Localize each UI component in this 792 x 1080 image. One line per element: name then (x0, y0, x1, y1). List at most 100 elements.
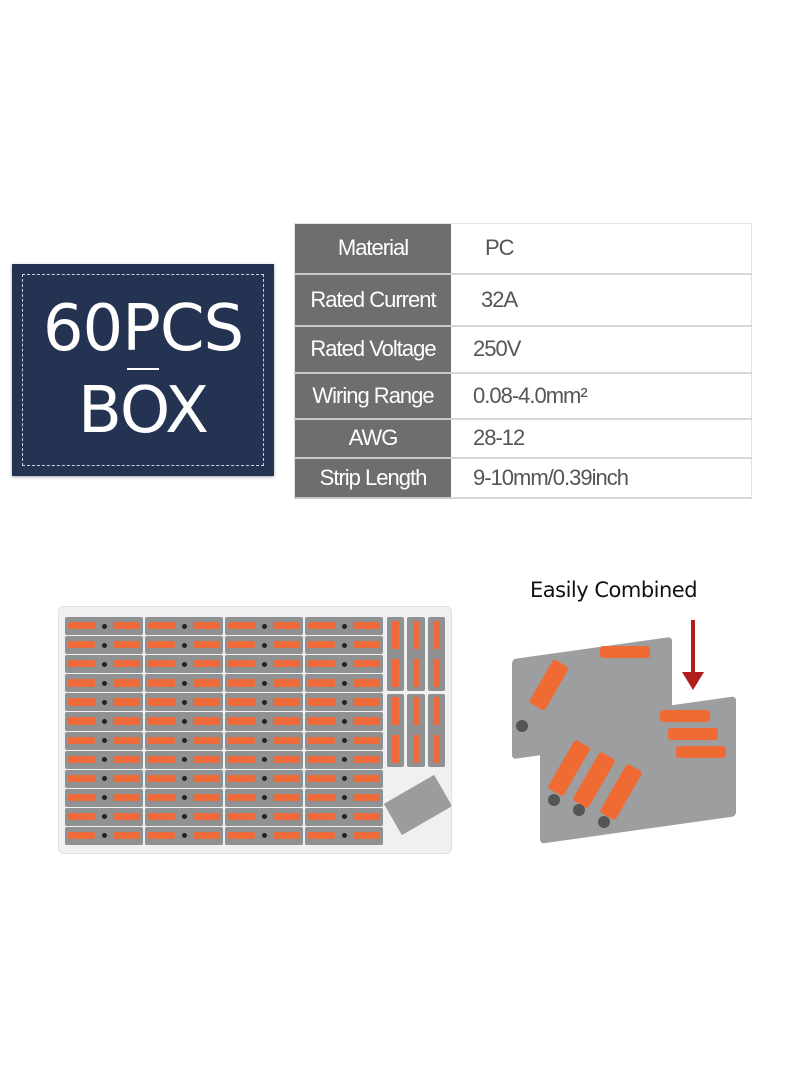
connectors-box-photo (58, 606, 452, 854)
connector (225, 617, 303, 636)
connector (145, 636, 223, 655)
wire-hole (262, 699, 268, 705)
wire-hole (262, 738, 268, 743)
connector (225, 807, 303, 826)
wire-hole (102, 718, 108, 724)
lever (660, 710, 710, 722)
wire-hole (262, 642, 268, 648)
connector (65, 636, 143, 655)
badge-quantity: 60PCS (42, 292, 244, 366)
connector (65, 712, 143, 731)
spec-row: Wiring Range 0.08-4.0mm² (294, 372, 752, 420)
wire-hole (182, 661, 188, 667)
quantity-badge: 60PCS BOX (12, 264, 274, 476)
wire-hole (342, 699, 348, 705)
connector (225, 655, 303, 674)
spec-value: 28-12 (451, 418, 752, 459)
wire-hole (102, 833, 108, 839)
down-arrow-icon (691, 620, 695, 674)
wire-hole (262, 795, 268, 801)
connector (225, 731, 303, 750)
connector (225, 788, 303, 807)
connector (387, 617, 405, 691)
wire-hole (342, 738, 348, 743)
spec-label: Wiring Range (294, 372, 451, 420)
wire-hole (262, 776, 268, 782)
wire-hole (262, 757, 268, 763)
down-arrow-head-icon (682, 672, 704, 690)
spec-label: Material (294, 223, 451, 275)
connector (145, 712, 223, 731)
connector (145, 655, 223, 674)
wire-hole (182, 623, 188, 629)
wire-hole (262, 623, 268, 629)
connector (65, 693, 143, 712)
spec-row: Material PC (294, 223, 752, 275)
connector (305, 807, 383, 826)
wire-hole (598, 816, 610, 828)
wire-hole (102, 699, 108, 705)
connector (427, 617, 445, 691)
spec-value: 250V (451, 325, 752, 374)
spec-label: Rated Voltage (294, 325, 451, 374)
connector (65, 826, 143, 845)
wire-hole (262, 661, 268, 667)
wire-hole (262, 814, 268, 820)
connector (145, 731, 223, 750)
wire-hole (182, 795, 188, 801)
badge-package: BOX (78, 374, 209, 448)
connector (145, 788, 223, 807)
connector (145, 617, 223, 636)
wire-hole (102, 661, 108, 667)
badge-dashed-border: 60PCS BOX (22, 274, 264, 466)
wire-hole (182, 680, 188, 686)
loose-connector (383, 774, 451, 836)
wire-hole (342, 661, 348, 667)
wire-hole (342, 776, 348, 782)
connector (145, 769, 223, 788)
connector (305, 636, 383, 655)
wire-hole (182, 738, 188, 743)
wire-hole (342, 718, 348, 724)
wire-hole (182, 814, 188, 820)
wire-hole (262, 833, 268, 839)
connector (145, 674, 223, 693)
spec-value: 9-10mm/0.39inch (451, 457, 752, 499)
wire-hole (342, 680, 348, 686)
connector (65, 655, 143, 674)
badge-separator (127, 368, 159, 370)
spec-row: Strip Length 9-10mm/0.39inch (294, 457, 752, 499)
connector (225, 826, 303, 845)
connector (65, 674, 143, 693)
wire-hole (102, 757, 108, 763)
spec-value: 32A (451, 273, 752, 327)
wire-hole (182, 757, 188, 763)
spec-label: Rated Current (294, 273, 451, 327)
spec-value: 0.08-4.0mm² (451, 372, 752, 420)
wire-hole (342, 757, 348, 763)
wire-hole (102, 623, 108, 629)
wire-hole (102, 642, 108, 648)
lever (676, 746, 726, 758)
connector (225, 750, 303, 769)
wire-hole (182, 642, 188, 648)
wire-hole (182, 699, 188, 705)
wire-hole (548, 794, 560, 806)
wire-hole (102, 814, 108, 820)
connector (305, 655, 383, 674)
connector-grid (65, 617, 383, 845)
connector (145, 826, 223, 845)
lever (600, 646, 650, 658)
connector (387, 693, 405, 767)
connector (305, 712, 383, 731)
connector (225, 674, 303, 693)
wire-hole (182, 833, 188, 839)
connector (407, 617, 425, 691)
wire-hole (573, 804, 585, 816)
connector (305, 617, 383, 636)
connector (305, 788, 383, 807)
wire-hole (182, 718, 188, 724)
connector (225, 712, 303, 731)
wire-hole (102, 738, 108, 743)
connector (65, 617, 143, 636)
